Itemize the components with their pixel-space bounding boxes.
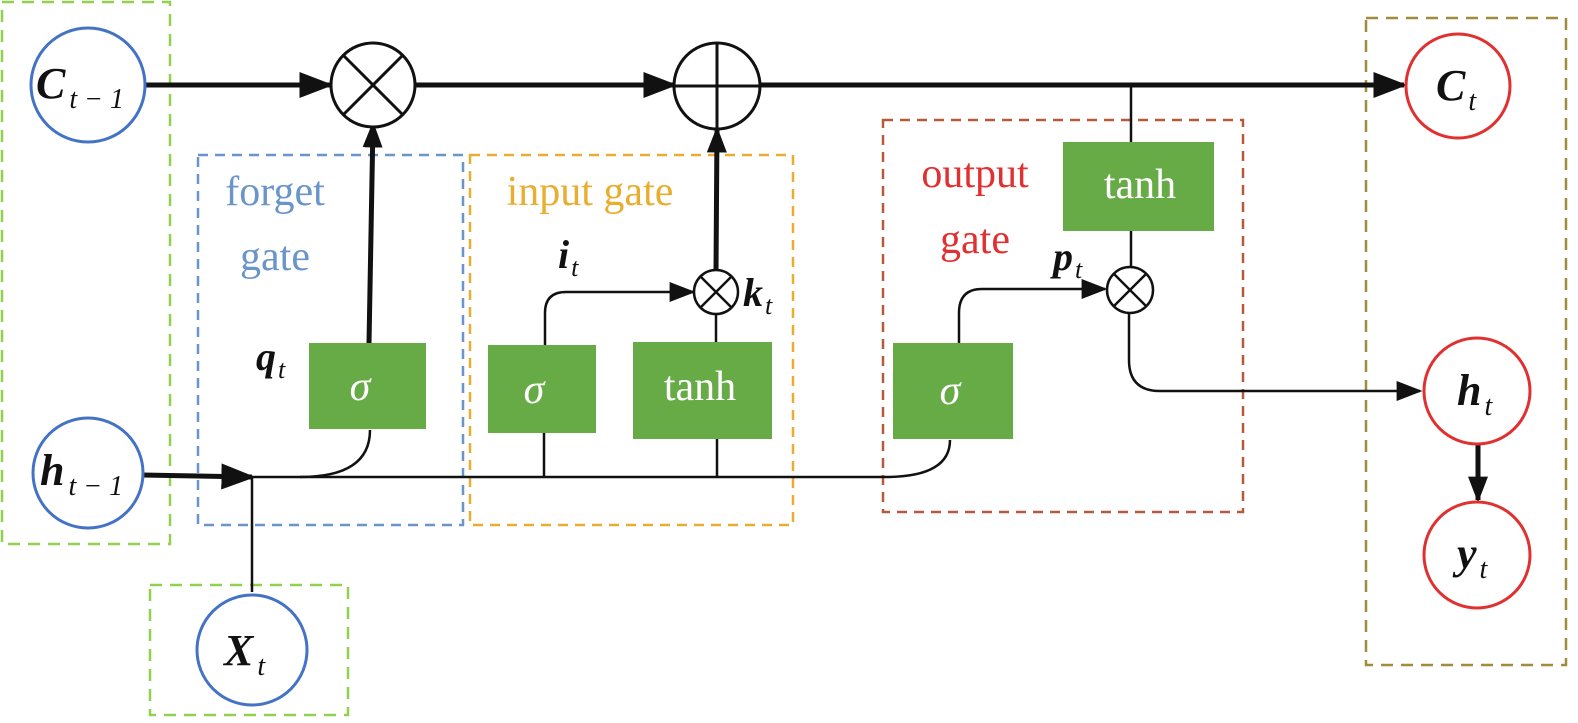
input-gate-label: input gate bbox=[507, 169, 674, 215]
svg-text:Ct − 1: Ct − 1 bbox=[36, 59, 124, 115]
c-t-symbol: C bbox=[1436, 61, 1466, 110]
forget-gate-label-1: forget bbox=[225, 169, 325, 215]
input-bus bbox=[252, 439, 952, 479]
svg-text:yt: yt bbox=[1452, 529, 1489, 585]
x-subscript: t bbox=[257, 651, 266, 682]
input-sigma-box: σ bbox=[488, 345, 596, 433]
i-to-multiply bbox=[543, 282, 696, 345]
h-prev-line bbox=[141, 463, 256, 490]
forget-to-multiply bbox=[362, 121, 383, 344]
k-label: kt bbox=[743, 270, 773, 320]
output-group-frame bbox=[1364, 16, 1568, 667]
x-input-group-frame bbox=[148, 583, 350, 717]
x-symbol: X bbox=[222, 626, 255, 675]
y-t-symbol: y bbox=[1452, 529, 1477, 578]
cell-add-op bbox=[672, 41, 762, 131]
cell-tanh-box: tanh bbox=[1063, 142, 1214, 231]
c-prev-symbol: C bbox=[36, 59, 66, 108]
forget-gate-label-2: gate bbox=[240, 234, 310, 280]
svg-text:Xt: Xt bbox=[222, 626, 266, 682]
input-sigma-text: σ bbox=[524, 367, 547, 413]
forget-sigma-text: σ bbox=[350, 364, 373, 410]
output-gate-frame bbox=[881, 118, 1245, 514]
svg-text:Ct: Ct bbox=[1436, 61, 1477, 117]
h-prev-subscript: t − 1 bbox=[68, 471, 123, 502]
output-gate-label-2: gate bbox=[940, 217, 1010, 263]
input-tanh-box: tanh bbox=[633, 342, 772, 439]
cell-tanh-text: tanh bbox=[1104, 162, 1176, 208]
output-gate-label-1: output bbox=[921, 151, 1029, 197]
output-multiply-op bbox=[1105, 265, 1155, 315]
i-label: it bbox=[558, 232, 579, 282]
q-label: qt bbox=[256, 334, 286, 384]
c-t-subscript: t bbox=[1468, 86, 1477, 117]
h-t-symbol: h bbox=[1457, 366, 1481, 415]
forget-gate-frame bbox=[196, 153, 465, 527]
multiply-to-h bbox=[1127, 313, 1423, 401]
svg-text:ht − 1: ht − 1 bbox=[40, 446, 123, 502]
output-sigma-text: σ bbox=[940, 368, 963, 414]
input-multiply-op bbox=[692, 268, 740, 316]
forget-sigma-box: σ bbox=[309, 343, 426, 429]
k-to-add bbox=[706, 126, 727, 271]
output-sigma-box: σ bbox=[893, 343, 1013, 439]
input-gate-frame bbox=[468, 153, 795, 527]
input-group-frame bbox=[0, 0, 172, 546]
h-prev-symbol: h bbox=[40, 446, 64, 495]
input-tanh-text: tanh bbox=[664, 364, 736, 410]
y-t-subscript: t bbox=[1480, 554, 1489, 585]
c-prev-subscript: t − 1 bbox=[69, 84, 124, 115]
p-label: pt bbox=[1050, 234, 1083, 284]
h-t-subscript: t bbox=[1484, 391, 1493, 422]
p-to-multiply bbox=[957, 279, 1108, 343]
svg-text:ht: ht bbox=[1457, 366, 1493, 422]
bus-to-forget-sigma bbox=[299, 429, 372, 479]
forget-multiply-op bbox=[329, 41, 417, 129]
